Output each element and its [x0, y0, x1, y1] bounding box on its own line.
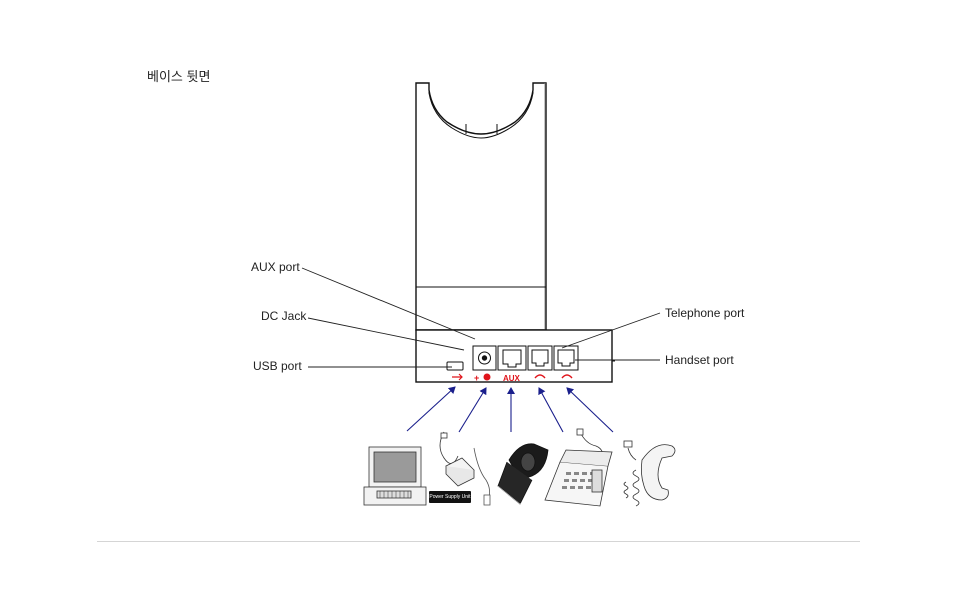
headset-lifter-icon: [497, 443, 549, 505]
connection-arrows: [406, 386, 614, 433]
port-markings: + AUX: [452, 373, 573, 383]
usb-socket: [446, 361, 464, 371]
telephone-symbol-icon: [534, 374, 546, 379]
callout-lines: [301, 267, 661, 368]
aux-marking: AUX: [503, 374, 521, 383]
power-supply-icon: [439, 431, 475, 487]
telephone-port-label: Telephone port: [665, 306, 745, 320]
telephone-callout-line: [561, 312, 661, 349]
base-unit: [415, 82, 615, 383]
dc-symbol-icon: +: [474, 373, 479, 383]
usb-arrow: [406, 386, 456, 432]
aux-cable-icon: [473, 447, 491, 506]
divider: [97, 541, 860, 542]
computer-icon: [363, 446, 427, 506]
aux-port-label: AUX port: [251, 260, 300, 274]
handset-port-label: Handset port: [665, 353, 734, 367]
power-supply-label: Power Supply Unit: [429, 491, 471, 503]
handset-arrow: [566, 387, 614, 433]
telephone-arrow: [538, 387, 564, 433]
page-heading: 베이스 뒷면: [147, 69, 211, 84]
usb-symbol-icon: [452, 373, 463, 381]
dc-arrow: [458, 387, 487, 433]
usb-port-label: USB port: [253, 359, 302, 373]
handset-symbol-icon: [561, 374, 573, 379]
aux-callout-line: [301, 267, 476, 340]
dc-callout-line: [307, 317, 465, 351]
handset-receiver-icon: [623, 440, 676, 507]
desk-telephone-icon: [544, 428, 613, 507]
port-panel: [446, 345, 579, 371]
dc-jack-label: DC Jack: [261, 309, 307, 323]
